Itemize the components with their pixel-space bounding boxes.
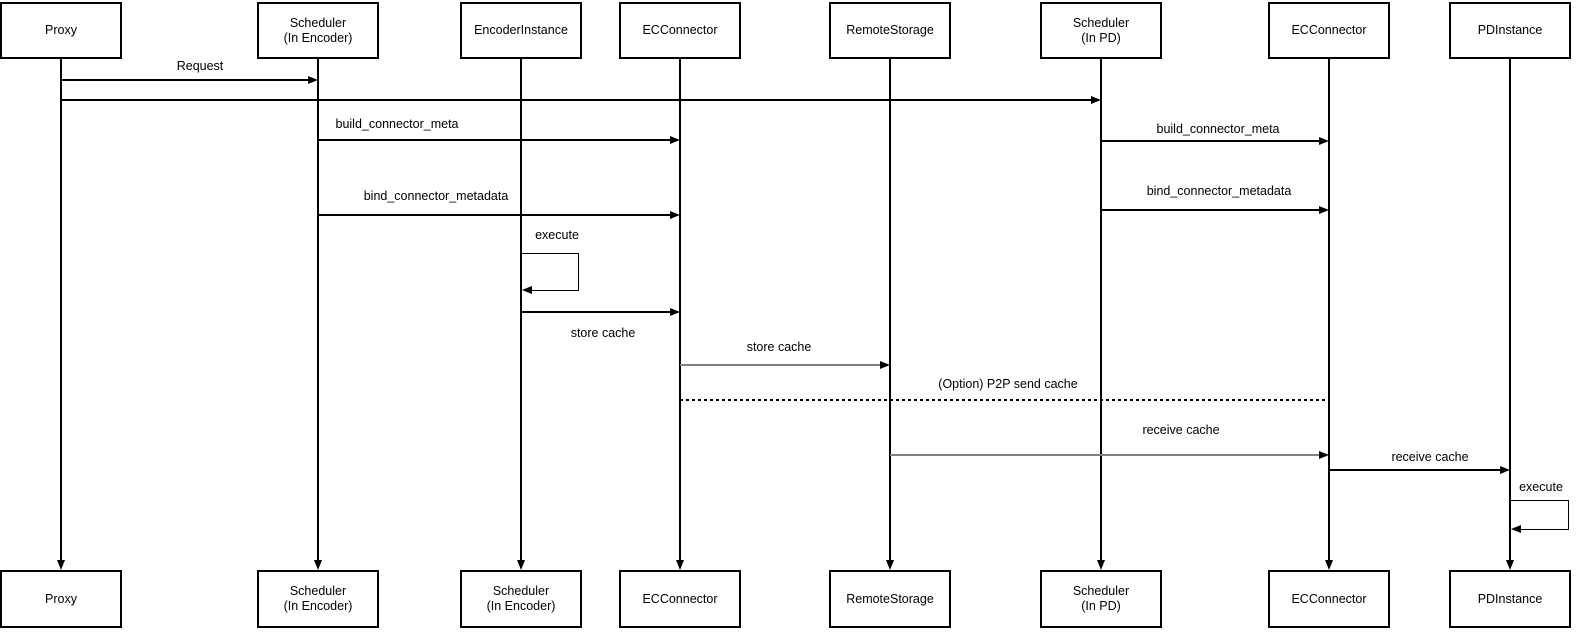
lifeline-encoder-instance <box>520 59 522 560</box>
message-label-bind-connector-metadata-pd: bind_connector_metadata <box>1146 184 1292 198</box>
selfloop-arrowhead-execute-encoder <box>522 286 532 295</box>
message-arrowhead-build-connector-meta-pd <box>1319 136 1329 145</box>
message-label-request: Request <box>176 59 224 73</box>
actor-label-line: (In PD) <box>1081 30 1121 45</box>
actor-label-line: Proxy <box>45 591 77 606</box>
lifeline-scheduler-encoder <box>317 59 319 560</box>
message-label-receive-cache-to-pd: receive cache <box>1391 450 1469 464</box>
selfloop-label-execute-encoder: execute <box>535 228 579 242</box>
lifeline-arrowhead-scheduler-pd <box>1096 560 1105 570</box>
message-line-p2p-send-cache <box>680 399 1329 401</box>
actor-box-top-pd-instance: PDInstance <box>1449 2 1571 59</box>
actor-box-top-proxy: Proxy <box>0 2 122 59</box>
actor-label-line: PDInstance <box>1477 591 1543 606</box>
actor-box-bottom-ec-connector-1: ECConnector <box>619 570 741 628</box>
actor-label-line: Scheduler <box>492 584 550 598</box>
actor-box-bottom-encoder-instance: Scheduler(In Encoder) <box>460 570 582 628</box>
actor-label-line: PDInstance <box>1477 23 1543 37</box>
actor-box-top-ec-connector-2: ECConnector <box>1268 2 1390 59</box>
selfloop-right-execute-encoder <box>578 253 580 290</box>
message-line-bind-connector-metadata-pd <box>1101 209 1320 211</box>
selfloop-right-execute-pd <box>1568 500 1570 529</box>
actor-label-line: ECConnector <box>1291 591 1367 606</box>
message-label-receive-cache-to-connector: receive cache <box>1142 423 1220 437</box>
message-label-store-cache-to-storage: store cache <box>746 340 812 354</box>
actor-box-top-encoder-instance: EncoderInstance <box>460 2 582 59</box>
actor-label-line: EncoderInstance <box>474 23 568 37</box>
message-arrowhead-store-cache-to-storage <box>880 360 890 369</box>
message-arrowhead-build-connector-meta-enc <box>670 135 680 144</box>
actor-label-line: RemoteStorage <box>846 23 934 37</box>
actor-box-top-ec-connector-1: ECConnector <box>619 2 741 59</box>
message-line-request <box>61 79 309 81</box>
actor-box-bottom-scheduler-encoder: Scheduler(In Encoder) <box>257 570 379 628</box>
lifeline-remote-storage <box>889 59 891 560</box>
lifeline-arrowhead-remote-storage <box>885 560 894 570</box>
actor-label-line: (In PD) <box>1081 599 1121 613</box>
actor-label-line: (In Encoder) <box>486 599 556 613</box>
lifeline-arrowhead-ec-connector-1 <box>675 560 684 570</box>
lifeline-arrowhead-pd-instance <box>1505 560 1514 570</box>
message-arrowhead-receive-cache-to-pd <box>1500 465 1510 474</box>
message-arrowhead-request-forward <box>1091 95 1101 104</box>
message-line-build-connector-meta-enc <box>318 139 671 141</box>
lifeline-ec-connector-2 <box>1328 59 1330 560</box>
actor-label-line: Scheduler <box>1072 15 1130 30</box>
message-arrowhead-bind-connector-metadata-pd <box>1319 205 1329 214</box>
lifeline-arrowhead-proxy <box>56 560 65 570</box>
actor-label-line: Scheduler <box>289 584 347 598</box>
lifeline-arrowhead-encoder-instance <box>516 560 525 570</box>
message-arrowhead-store-cache-to-connector <box>670 307 680 316</box>
selfloop-arrowhead-execute-pd <box>1511 525 1521 534</box>
actor-label-line: ECConnector <box>1291 23 1367 37</box>
actor-label-line: Proxy <box>45 23 77 37</box>
message-arrowhead-bind-connector-metadata-enc <box>670 210 680 219</box>
message-line-store-cache-to-storage <box>680 364 881 366</box>
lifeline-ec-connector-1 <box>679 59 681 560</box>
actor-box-bottom-remote-storage: RemoteStorage <box>829 570 951 628</box>
message-label-store-cache-to-connector: store cache <box>570 326 636 340</box>
actor-label-line: (In Encoder) <box>283 599 353 613</box>
actor-label-line: Scheduler <box>289 15 347 30</box>
selfloop-top-execute-encoder <box>521 253 578 255</box>
message-line-request-forward <box>61 99 1092 101</box>
selfloop-bottom-execute-pd <box>1519 529 1569 531</box>
actor-box-bottom-proxy: Proxy <box>0 570 122 628</box>
actor-label-line: ECConnector <box>642 591 718 606</box>
selfloop-bottom-execute-encoder <box>530 290 579 292</box>
actor-box-bottom-ec-connector-2: ECConnector <box>1268 570 1390 628</box>
message-label-build-connector-meta-enc: build_connector_meta <box>335 117 459 131</box>
message-line-receive-cache-to-connector <box>890 454 1320 456</box>
actor-box-top-scheduler-encoder: Scheduler(In Encoder) <box>257 2 379 59</box>
message-line-receive-cache-to-pd <box>1329 469 1501 471</box>
lifeline-pd-instance <box>1509 59 1511 560</box>
actor-box-top-scheduler-pd: Scheduler(In PD) <box>1040 2 1162 59</box>
lifeline-proxy <box>60 59 62 560</box>
message-arrowhead-receive-cache-to-connector <box>1319 450 1329 459</box>
message-label-build-connector-meta-pd: build_connector_meta <box>1156 122 1280 136</box>
message-arrowhead-request <box>308 75 318 84</box>
actor-label-line: (In Encoder) <box>283 30 353 45</box>
actor-box-bottom-pd-instance: PDInstance <box>1449 570 1571 628</box>
lifeline-scheduler-pd <box>1100 59 1102 560</box>
actor-label-line: RemoteStorage <box>846 591 934 606</box>
lifeline-arrowhead-scheduler-encoder <box>313 560 322 570</box>
selfloop-label-execute-pd: execute <box>1519 480 1563 494</box>
message-line-store-cache-to-connector <box>521 311 671 313</box>
message-line-bind-connector-metadata-enc <box>318 214 671 216</box>
message-line-build-connector-meta-pd <box>1101 140 1320 142</box>
actor-label-line: ECConnector <box>642 23 718 37</box>
message-label-p2p-send-cache: (Option) P2P send cache <box>938 377 1078 391</box>
selfloop-top-execute-pd <box>1510 500 1568 502</box>
actor-label-line: Scheduler <box>1072 584 1130 598</box>
message-label-bind-connector-metadata-enc: bind_connector_metadata <box>363 189 509 203</box>
lifeline-arrowhead-ec-connector-2 <box>1324 560 1333 570</box>
actor-box-top-remote-storage: RemoteStorage <box>829 2 951 59</box>
actor-box-bottom-scheduler-pd: Scheduler(In PD) <box>1040 570 1162 628</box>
